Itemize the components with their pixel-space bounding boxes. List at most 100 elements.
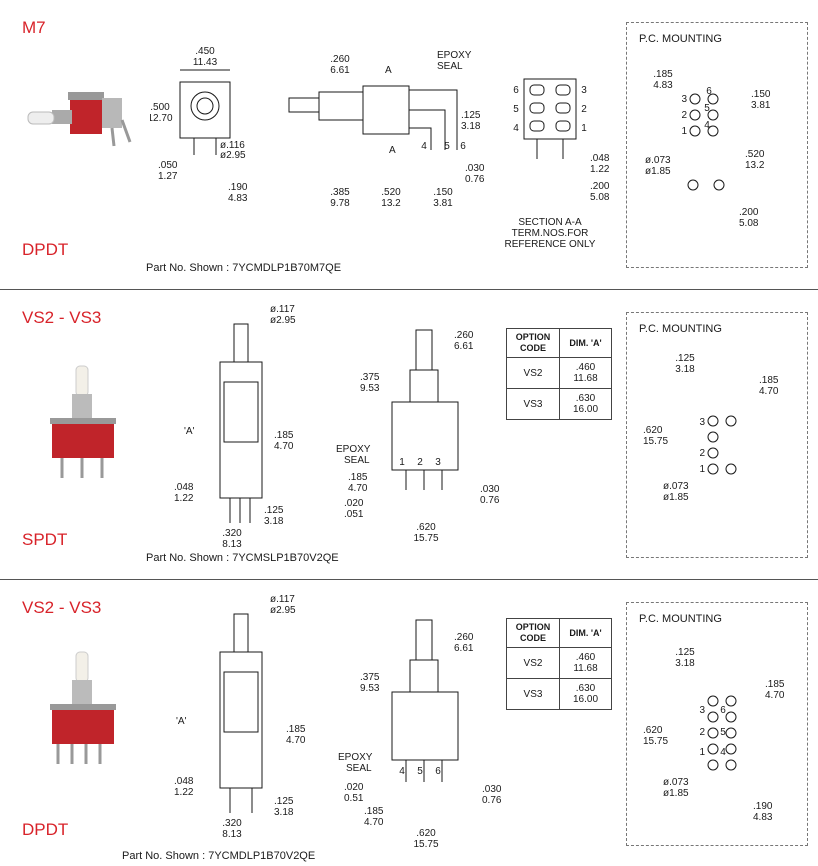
dim-pitch-mm: 3.81 [433, 198, 453, 209]
opt-in: .630 [575, 393, 596, 404]
dim-t-mm: .051 [344, 509, 364, 520]
pad-6: 6 [706, 86, 712, 97]
dim-height-in: .500 [150, 102, 170, 113]
dim-travel-mm: 9.53 [360, 683, 380, 694]
dim-t-in: .125 [264, 505, 284, 516]
side-view-drawing: .260 6.61 .375 9.53 EPOXY SEAL 4 5 6 .02… [338, 619, 502, 850]
opt-code: VS2 [506, 647, 560, 679]
pad-1: 1 [699, 464, 705, 475]
opt-head-2: DIM. 'A' [569, 338, 602, 348]
dim-plunger-mm: 6.61 [454, 341, 474, 352]
opt-code: VS3 [506, 678, 560, 710]
part-number: Part No. Shown : 7YCMDLP1B70M7QE [146, 262, 342, 274]
epoxy-label-1: EPOXY [338, 752, 373, 763]
dim-len-in: .520 [381, 187, 401, 198]
pad-2: 2 [681, 110, 687, 121]
dim-d1-mm: 3.18 [675, 364, 695, 375]
dim-h-mm: 4.70 [286, 735, 306, 746]
dim-term-w-in: .030 [465, 163, 485, 174]
dim-d4-mm: 4.83 [753, 812, 773, 823]
dim-pin-in: .048 [174, 776, 194, 787]
opt-code: VS3 [506, 388, 560, 420]
epoxy-label-2: SEAL [437, 61, 463, 72]
dim-d1-in: .125 [675, 647, 695, 658]
dim-p-mm: 4.70 [348, 483, 368, 494]
pad-4: 4 [720, 747, 726, 758]
dim-len-in: .620 [416, 522, 436, 533]
dim-plunger-in: .260 [454, 330, 474, 341]
dim-len-mm: 15.75 [413, 839, 438, 850]
side-view-drawing: .260 6.61 .375 9.53 EPOXY SEAL 1 2 3 .18… [336, 329, 500, 544]
dim-term-w-mm: 0.76 [465, 174, 485, 185]
part-number: Part No. Shown : 7YCMDLP1B70V2QE [122, 850, 316, 862]
dim-plunger-mm: 6.61 [330, 65, 350, 76]
dim-width-mm: 11.43 [193, 57, 218, 68]
part-number: Part No. Shown : 7YCMSLP1B70V2QE [146, 552, 339, 564]
dim-height-mm: 12.70 [150, 113, 173, 124]
dim-d3-in: .620 [643, 725, 663, 736]
opt-head-1a: OPTION [515, 332, 551, 342]
pole-type: DPDT [22, 820, 69, 839]
section-note-2: TERM.NOS.FOR [512, 228, 589, 239]
dim-tw-mm: 0.76 [482, 795, 502, 806]
side-view-drawing: .260 6.61 EPOXY SEAL A A .125 3.18 4 5 6… [288, 50, 485, 209]
dim-hole-in: ø.073 [663, 481, 689, 492]
dim-plunger-mm: 6.61 [454, 643, 474, 654]
dim-w-mm: 8.13 [222, 829, 242, 838]
dim-hole-mm: ø1.85 [663, 788, 689, 799]
dim-h-in: .185 [274, 430, 294, 441]
opt-in: .630 [575, 683, 596, 694]
dim-d1-mm: 3.18 [675, 658, 695, 669]
section-vs-dpdt: VS2 - VS3 DPDT ø.117 ø2.95 'A' .185 4.70… [0, 580, 818, 866]
dim-p-mm: 5.08 [590, 192, 610, 203]
term-num-3: 3 [435, 457, 441, 468]
dim-d2-mm: 3.81 [751, 100, 771, 111]
dim-plunger-in: .260 [454, 632, 474, 643]
dim-dia-in: ø.117 [270, 594, 295, 605]
dim-pitch-in: .190 [228, 182, 248, 193]
pole-type: DPDT [22, 240, 69, 259]
pad-2: 2 [699, 727, 705, 738]
dim-w-in: .320 [222, 818, 242, 829]
series-title: VS2 - VS3 [22, 598, 102, 617]
pc-mounting-drawing: 3 6 2 5 1 4 .185 4.83 .150 3.81 .520 13.… [645, 69, 771, 229]
section-m7-dpdt: M7 DPDT .450 11.43 .500 12.70 ø.116 ø2.9… [0, 0, 818, 288]
term-right-3: 3 [581, 85, 587, 96]
epoxy-label-2: SEAL [344, 455, 370, 466]
dim-d4-mm: 5.08 [739, 218, 759, 229]
product-photo [50, 651, 116, 764]
dim-d3-in: .620 [643, 425, 663, 436]
dim-p-in: .185 [348, 472, 368, 483]
dim-h-mm: 4.70 [274, 441, 294, 452]
dim-d2-mm: 4.70 [765, 690, 785, 701]
dim-d1-mm: 4.83 [653, 80, 673, 91]
dim-width-in: .450 [195, 46, 215, 57]
dim-dia-mm: ø2.95 [270, 605, 296, 616]
pad-3: 3 [681, 94, 687, 105]
dim-travel-in: .375 [360, 372, 380, 383]
pad-5: 5 [704, 103, 710, 114]
section-note-1: SECTION A-A [518, 217, 582, 228]
term-num-2: 2 [417, 457, 423, 468]
dim-pin-in: .050 [158, 160, 178, 171]
pc-mounting-box: P.C. MOUNTING 3 2 1 .125 3.18 .185 4.70 … [626, 312, 808, 558]
opt-mm: 16.00 [572, 404, 599, 415]
dim-pitch-in: .150 [433, 187, 453, 198]
section-mark-top: A [385, 65, 392, 76]
series-title: M7 [22, 18, 46, 37]
dim-w-in: .048 [590, 153, 610, 164]
pad-6: 6 [720, 705, 726, 716]
dim-w-mm: 8.13 [222, 539, 242, 548]
dim-hole-in: ø.073 [663, 777, 689, 788]
term-num-6: 6 [460, 141, 466, 152]
dim-p-mm: 4.70 [364, 817, 384, 828]
dim-p-in: .185 [364, 806, 384, 817]
dim-d4-in: .200 [739, 207, 759, 218]
dim-pin-in: .048 [174, 482, 194, 493]
opt-head-2: DIM. 'A' [569, 628, 602, 638]
term-num-4: 4 [421, 141, 427, 152]
opt-head-1a: OPTION [515, 622, 551, 632]
dim-t-mm: 3.18 [264, 516, 284, 527]
dim-t-mm: 0.51 [344, 793, 364, 804]
